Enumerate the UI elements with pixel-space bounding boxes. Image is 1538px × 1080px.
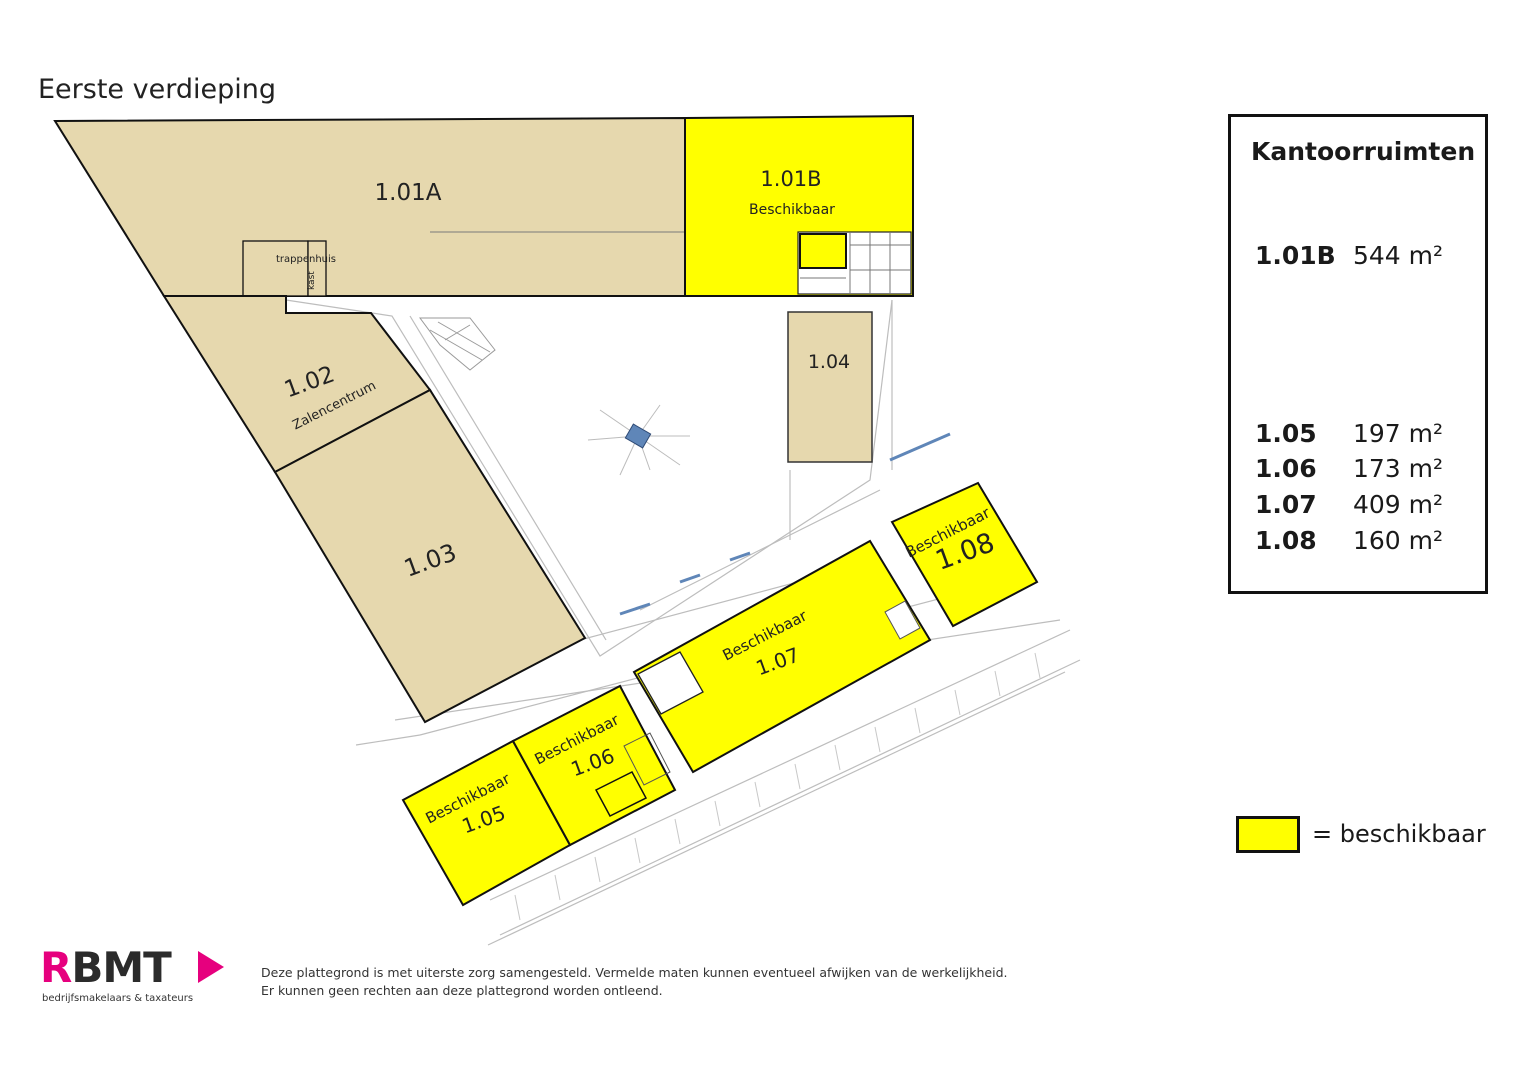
area-row: 1.06 173 m² <box>1255 454 1443 483</box>
area-unit-id: 1.05 <box>1255 419 1317 448</box>
area-unit-id: 1.06 <box>1255 454 1317 483</box>
closet-room <box>307 240 327 297</box>
available-color-key <box>1236 816 1300 853</box>
area-unit-id: 1.07 <box>1255 490 1317 519</box>
area-value: 160 m² <box>1353 526 1444 555</box>
office-space-legend: Kantoorruimten 1.01B 544 m² 1.05 197 m² 1.… <box>1228 114 1488 594</box>
available-key-label: = beschikbaar <box>1312 820 1486 848</box>
unit-1.07 <box>632 539 932 774</box>
unit-1.01A <box>53 116 686 297</box>
area-value: 409 m² <box>1353 490 1444 519</box>
logo-arrow-icon <box>198 951 224 983</box>
stairwell-label: trappenhuis <box>276 254 336 265</box>
area-value: 173 m² <box>1353 454 1444 483</box>
atrium-stairs <box>419 317 496 371</box>
disclaimer-line-1: Deze plattegrond is met uiterste zorg sa… <box>261 965 1008 980</box>
area-value: 544 m² <box>1353 241 1444 270</box>
area-unit-id: 1.01B <box>1255 241 1336 270</box>
unit-1.03 <box>273 388 587 724</box>
unit-1.07-core <box>637 600 921 715</box>
unit-1.01B-label: 1.01B <box>760 167 821 191</box>
disclaimer: Deze plattegrond is met uiterste zorg sa… <box>261 964 1008 1000</box>
rbmt-logo: RBMT bedrijfsmakelaars & taxateurs <box>40 945 230 1009</box>
area-row: 1.07 409 m² <box>1255 490 1443 519</box>
stairwell-room <box>242 240 309 297</box>
closet-label: kast <box>307 271 317 290</box>
unit-1.06 <box>511 684 677 847</box>
unit-1.01A-label: 1.01A <box>375 180 442 206</box>
logo-wordmark: RBMT <box>40 943 172 992</box>
legend-title: Kantoorruimten <box>1251 137 1476 166</box>
area-row: 1.08 160 m² <box>1255 526 1443 555</box>
logo-tagline: bedrijfsmakelaars & taxateurs <box>42 993 194 1004</box>
floor-title: Eerste verdieping <box>38 74 276 105</box>
area-row: 1.01B 544 m² <box>1255 241 1443 270</box>
disclaimer-line-2: Er kunnen geen rechten aan deze plattegr… <box>261 983 663 998</box>
unit-1.08 <box>890 481 1039 628</box>
sanitary-block <box>797 231 912 295</box>
window-markers <box>619 432 951 616</box>
unit-1.01B-status: Beschikbaar <box>749 202 835 218</box>
area-row: 1.05 197 m² <box>1255 419 1443 448</box>
facade-ticks <box>514 652 1041 921</box>
unit-1.04 <box>787 311 873 463</box>
area-value: 197 m² <box>1353 419 1444 448</box>
area-unit-id: 1.08 <box>1255 526 1317 555</box>
atrium-skylight <box>587 404 690 476</box>
unit-1.04-label: 1.04 <box>808 351 850 373</box>
unit-1.06-core <box>594 732 671 817</box>
